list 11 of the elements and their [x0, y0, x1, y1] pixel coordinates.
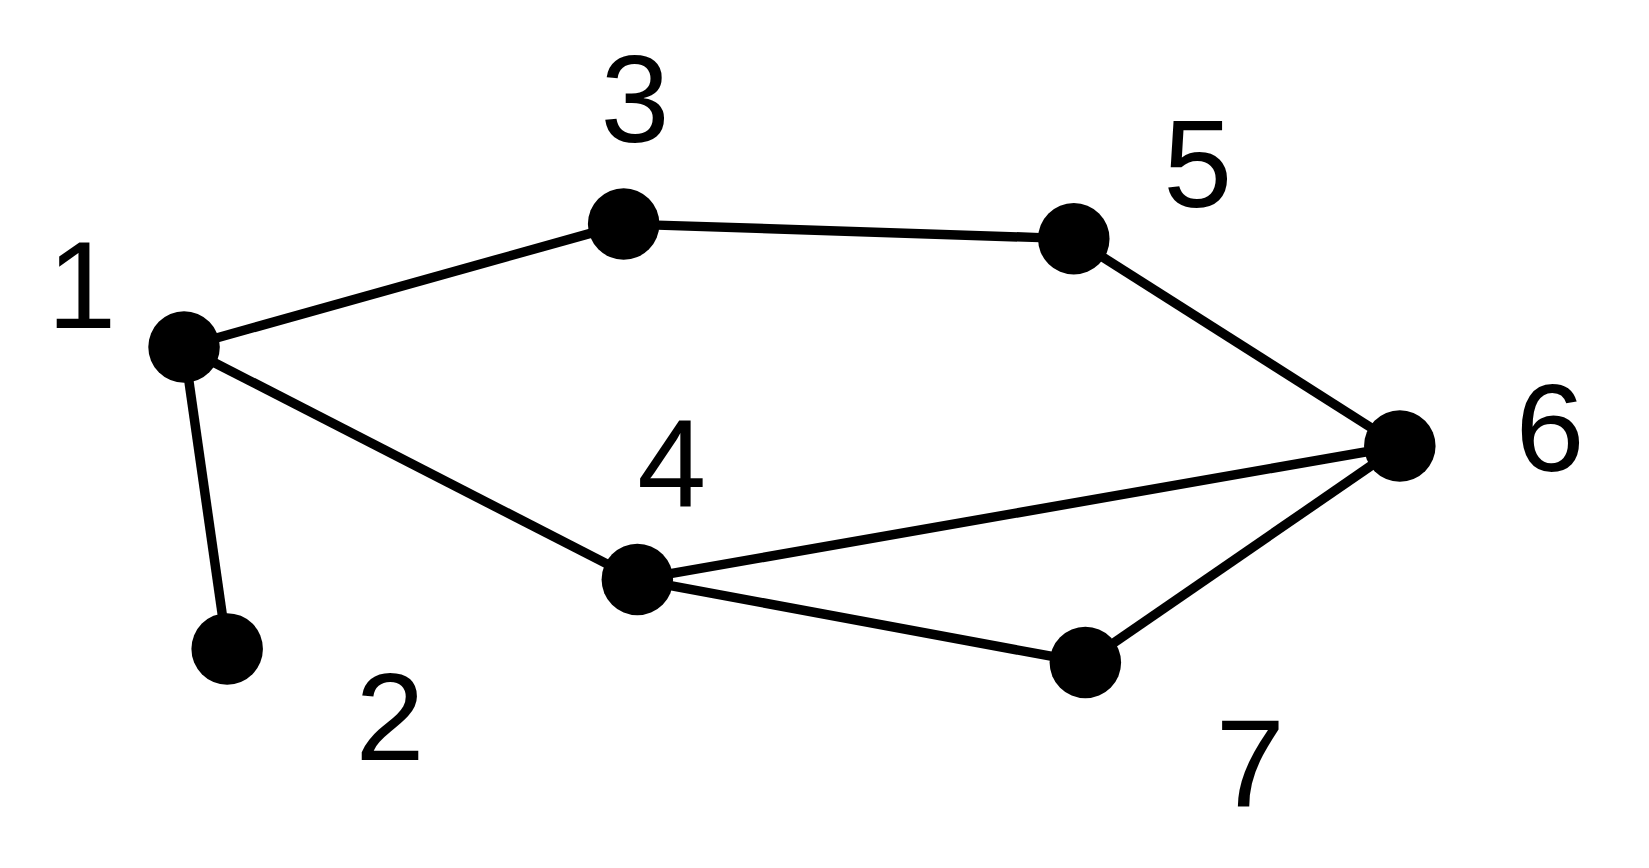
edge-line — [1110, 461, 1375, 648]
edge-line — [211, 358, 610, 569]
vertex-number: 3 — [600, 36, 670, 161]
vertex-number: 7 — [1215, 700, 1285, 825]
vertex-number: 1 — [47, 222, 117, 348]
vertex-number: 6 — [1515, 366, 1585, 491]
edge-line — [1099, 252, 1374, 432]
vertex-number: 5 — [1163, 102, 1233, 227]
vertex-number: 4 — [637, 400, 707, 525]
edge-line — [215, 228, 593, 343]
vertex-number: 2 — [355, 655, 425, 780]
